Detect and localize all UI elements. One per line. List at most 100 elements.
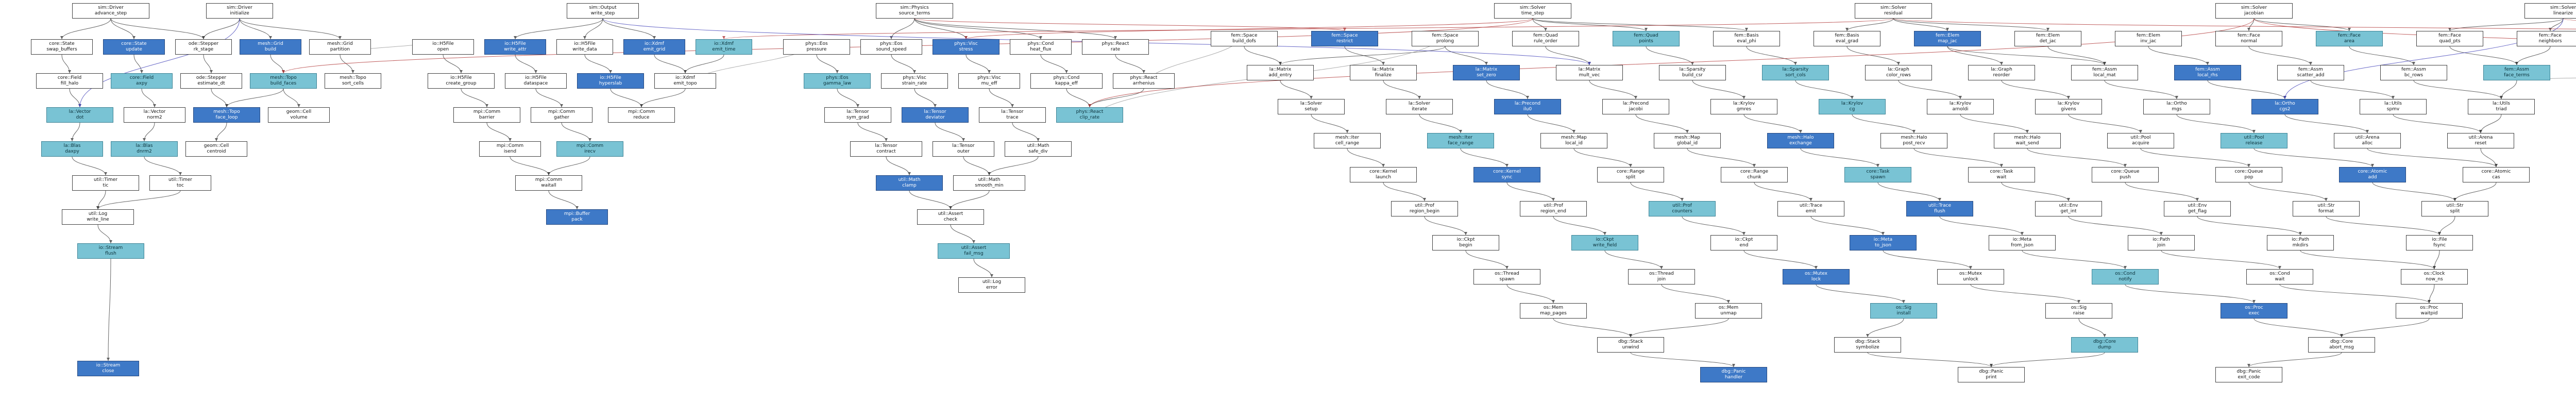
graph-node[interactable]: os::Threadjoin [1628, 269, 1695, 285]
graph-node[interactable]: io::Streamflush [77, 243, 144, 259]
graph-node[interactable]: la::Orthocgs2 [2251, 99, 2318, 114]
graph-node[interactable]: la::Graphreorder [1968, 65, 2035, 80]
graph-node[interactable]: la::Matrixfinalize [1350, 65, 1417, 80]
graph-node[interactable]: mesh::Itercell_range [1314, 133, 1381, 148]
graph-node[interactable]: io::Metato_json [1850, 235, 1917, 250]
graph-node[interactable]: la::Sparsitysort_cols [1762, 65, 1829, 80]
graph-node[interactable]: phys::Viscstress [933, 39, 999, 55]
graph-node[interactable]: os::Memunmap [1695, 303, 1762, 319]
graph-node[interactable]: phys::Reactrate [1082, 39, 1149, 55]
graph-node[interactable]: io::Filefsync [2406, 235, 2473, 250]
graph-node[interactable]: dbg::Coredump [2071, 337, 2138, 353]
graph-node[interactable]: fem::Elemmap_jac [1914, 31, 1981, 46]
graph-node[interactable]: la::Tensorcontract [850, 141, 922, 157]
graph-node[interactable]: fem::Quadpoints [1613, 31, 1680, 46]
graph-node[interactable]: phys::Condheat_flux [1010, 39, 1072, 55]
graph-node[interactable]: io::Ckptbegin [1432, 235, 1499, 250]
graph-node[interactable]: dbg::Stacksymbolize [1834, 337, 1901, 353]
graph-node[interactable]: sim::Solverjacobian [2215, 3, 2293, 19]
graph-node[interactable]: dbg::Stackunwind [1597, 337, 1664, 353]
graph-node[interactable]: phys::Eossound_speed [860, 39, 922, 55]
graph-node[interactable]: fem::Facearea [2316, 31, 2383, 46]
graph-node[interactable]: la::Sparsitybuild_csr [1659, 65, 1726, 80]
graph-node[interactable]: phys::Viscstrain_rate [881, 73, 948, 89]
graph-node[interactable]: io::Ckptwrite_field [1571, 235, 1638, 250]
graph-node[interactable]: util::Arenaalloc [2334, 133, 2401, 148]
graph-node[interactable]: la::Matrixadd_entry [1247, 65, 1314, 80]
graph-node[interactable]: fem::Assmbc_rows [2380, 65, 2447, 80]
graph-node[interactable]: core::Taskwait [1968, 167, 2035, 182]
graph-node[interactable]: la::Solversetup [1278, 99, 1345, 114]
graph-node[interactable]: util::Traceflush [1906, 201, 1973, 216]
graph-node[interactable]: util::Mathclamp [876, 175, 943, 191]
graph-node[interactable]: core::Atomicadd [2339, 167, 2406, 182]
graph-node[interactable]: mesh::Toposort_cells [325, 73, 381, 89]
graph-node[interactable]: util::Timertoc [149, 175, 211, 191]
graph-node[interactable]: mpi::Bufferpack [546, 209, 608, 225]
graph-node[interactable]: io::Pathjoin [2128, 235, 2195, 250]
graph-node[interactable]: os::Condnotify [2092, 269, 2159, 285]
graph-node[interactable]: sim::Outputwrite_step [567, 3, 639, 19]
graph-node[interactable]: core::Fieldaxpy [111, 73, 173, 89]
graph-node[interactable]: la::Blasdaxpy [41, 141, 103, 157]
graph-node[interactable]: io::Streamclose [77, 361, 139, 376]
graph-node[interactable]: dbg::Coreabort_msg [2308, 337, 2375, 353]
graph-node[interactable]: geom::Cellvolume [268, 107, 330, 123]
graph-node[interactable]: dbg::Panichandler [1700, 367, 1767, 382]
graph-node[interactable]: io::Pathmkdirs [2267, 235, 2334, 250]
graph-node[interactable]: os::Mutexlock [1783, 269, 1850, 285]
graph-node[interactable]: os::Clocknow_ns [2401, 269, 2468, 285]
graph-node[interactable]: ode::Stepperestimate_dt [180, 73, 242, 89]
graph-node[interactable]: la::Krylovcg [1819, 99, 1886, 114]
graph-node[interactable]: la::Graphcolor_rows [1865, 65, 1932, 80]
graph-node[interactable]: mesh::Iterface_range [1427, 133, 1494, 148]
graph-node[interactable]: core::Taskspawn [1844, 167, 1911, 182]
graph-node[interactable]: sim::Solvertime_step [1494, 3, 1571, 19]
graph-node[interactable]: geom::Cellcentroid [185, 141, 247, 157]
graph-node[interactable]: fem::Assmlocal_mat [2071, 65, 2138, 80]
graph-node[interactable]: util::Timertic [72, 175, 139, 191]
graph-node[interactable]: io::Metafrom_json [1989, 235, 2056, 250]
graph-node[interactable]: util::Mathsmooth_min [953, 175, 1025, 191]
graph-node[interactable]: la::Utilsspmv [2360, 99, 2427, 114]
graph-node[interactable]: la::Utilstriad [2468, 99, 2535, 114]
graph-node[interactable]: os::Threadspawn [1473, 269, 1540, 285]
graph-node[interactable]: os::Memmap_pages [1520, 303, 1587, 319]
graph-node[interactable]: dbg::Panicprint [1958, 367, 2025, 382]
graph-node[interactable]: la::Orthomgs [2143, 99, 2210, 114]
graph-node[interactable]: la::Tensortrace [979, 107, 1046, 123]
graph-node[interactable]: util::Mathsafe_div [1005, 141, 1072, 157]
graph-node[interactable]: util::Assertcheck [917, 209, 984, 225]
graph-node[interactable]: util::Logwrite_line [62, 209, 134, 225]
graph-node[interactable]: io::Xdmfemit_topo [654, 73, 716, 89]
graph-node[interactable]: core::Atomiccas [2463, 167, 2530, 182]
graph-node[interactable]: fem::Spacerestrict [1311, 31, 1378, 46]
graph-node[interactable]: core::Stateswap_buffers [31, 39, 93, 55]
graph-node[interactable]: mpi::Commirecv [556, 141, 623, 157]
graph-node[interactable]: phys::Condkappa_eff [1030, 73, 1103, 89]
graph-node[interactable]: io::Xdmfemit_time [696, 39, 752, 55]
graph-node[interactable]: mpi::Commgather [531, 107, 592, 123]
graph-node[interactable]: util::Logerror [958, 277, 1025, 293]
graph-node[interactable]: mpi::Commbarrier [453, 107, 520, 123]
graph-node[interactable]: core::Kernelsync [1473, 167, 1540, 182]
graph-node[interactable]: sim::Solverlinearize [2524, 3, 2576, 19]
graph-node[interactable]: la::Vectordot [46, 107, 113, 123]
graph-node[interactable]: la::Solveriterate [1386, 99, 1453, 114]
graph-node[interactable]: fem::Basiseval_phi [1713, 31, 1780, 46]
graph-node[interactable]: core::Queuepop [2215, 167, 2282, 182]
graph-node[interactable]: util::Envget_int [2035, 201, 2102, 216]
graph-node[interactable]: la::Precondjacobi [1602, 99, 1669, 114]
graph-node[interactable]: la::Blasdnrm2 [111, 141, 178, 157]
graph-node[interactable]: mesh::Topobuild_faces [250, 73, 317, 89]
graph-node[interactable]: core::Fieldfill_halo [36, 73, 103, 89]
graph-node[interactable]: la::Tensorsym_grad [824, 107, 891, 123]
graph-node[interactable]: io::H5Filehyperslab [577, 73, 644, 89]
graph-node[interactable]: mesh::Maplocal_id [1540, 133, 1607, 148]
graph-node[interactable]: util::Poolacquire [2107, 133, 2174, 148]
graph-node[interactable]: fem::Assmscatter_add [2277, 65, 2344, 80]
graph-node[interactable]: mesh::Gridpartition [309, 39, 371, 55]
graph-node[interactable]: util::Strformat [2293, 201, 2360, 216]
graph-node[interactable]: mesh::Gridbuild [240, 39, 301, 55]
graph-node[interactable]: sim::Solverresidual [1855, 3, 1932, 19]
